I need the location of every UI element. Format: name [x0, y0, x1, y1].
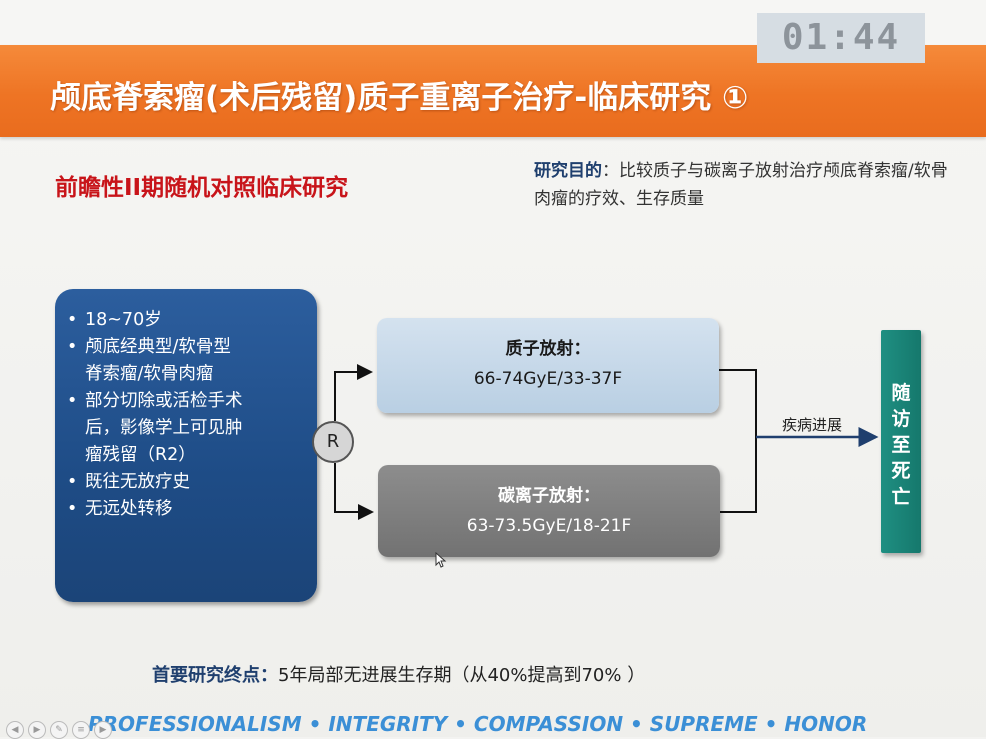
carbon-arm-box: 碳离子放射： 63-73.5GyE/18-21F: [378, 465, 720, 557]
primary-endpoint: 首要研究终点：5年局部无进展生存期（从40%提高到70% ）: [152, 661, 645, 687]
proton-arm-dose: 66-74GyE/33-37F: [473, 369, 623, 389]
study-purpose-label: 研究目的: [534, 161, 602, 181]
back-icon[interactable]: ◀: [6, 721, 24, 739]
randomization-node: R: [312, 421, 354, 463]
connector-proton-out: [719, 369, 757, 513]
followup-box: 随访至死亡: [881, 330, 921, 553]
slide-title: 颅底脊索瘤(术后残留)质子重离子治疗-临床研究 ①: [50, 80, 749, 116]
play-icon[interactable]: ▶: [28, 721, 46, 739]
primary-endpoint-label: 首要研究终点：: [152, 665, 278, 686]
primary-endpoint-text: 5年局部无进展生存期（从40%提高到70% ）: [278, 665, 646, 686]
proton-arm-box: 质子放射： 66-74GyE/33-37F: [377, 318, 719, 413]
criteria-item: 18~70岁: [67, 307, 307, 334]
criteria-item: 无远处转移: [67, 496, 307, 523]
timer-display: 01:44: [757, 13, 925, 63]
criteria-item: 颅底经典型/软骨型 脊索瘤/软骨肉瘤: [67, 334, 307, 388]
proton-arm-title: 质子放射：: [505, 339, 591, 359]
connector-r-to-carbon: [334, 463, 374, 520]
menu-icon[interactable]: ≡: [72, 721, 90, 739]
edit-icon[interactable]: ✎: [50, 721, 68, 739]
connector-r-to-proton: [334, 364, 373, 421]
carbon-arm-title: 碳离子放射：: [498, 486, 600, 506]
inclusion-criteria-list: 18~70岁 颅底经典型/软骨型 脊索瘤/软骨肉瘤 部分切除或活检手术 后，影像…: [55, 289, 317, 523]
criteria-item: 既往无放疗史: [67, 469, 307, 496]
study-type-heading: 前瞻性II期随机对照临床研究: [55, 175, 349, 201]
study-purpose: 研究目的：比较质子与碳离子放射治疗颅底脊索瘤/软骨肉瘤的疗效、生存质量: [534, 157, 954, 213]
disease-progression-label: 疾病进展: [782, 416, 843, 434]
inclusion-criteria-box: 18~70岁 颅底经典型/软骨型 脊索瘤/软骨肉瘤 部分切除或活检手术 后，影像…: [55, 289, 317, 602]
player-controls: ◀▶✎≡▶: [6, 717, 116, 739]
study-purpose-text: ：比较质子与碳离子放射治疗颅底脊索瘤/软骨肉瘤的疗效、生存质量: [534, 161, 948, 209]
followup-text: 随访至死亡: [891, 382, 911, 508]
criteria-item: 部分切除或活检手术 后，影像学上可见肿 瘤残留（R2）: [67, 388, 307, 469]
carbon-arm-dose: 63-73.5GyE/18-21F: [466, 516, 632, 536]
footer-values: PROFESSIONALISM • INTEGRITY • COMPASSION…: [88, 712, 868, 736]
mouse-cursor-icon: [435, 552, 447, 568]
forward-icon[interactable]: ▶: [94, 721, 112, 739]
